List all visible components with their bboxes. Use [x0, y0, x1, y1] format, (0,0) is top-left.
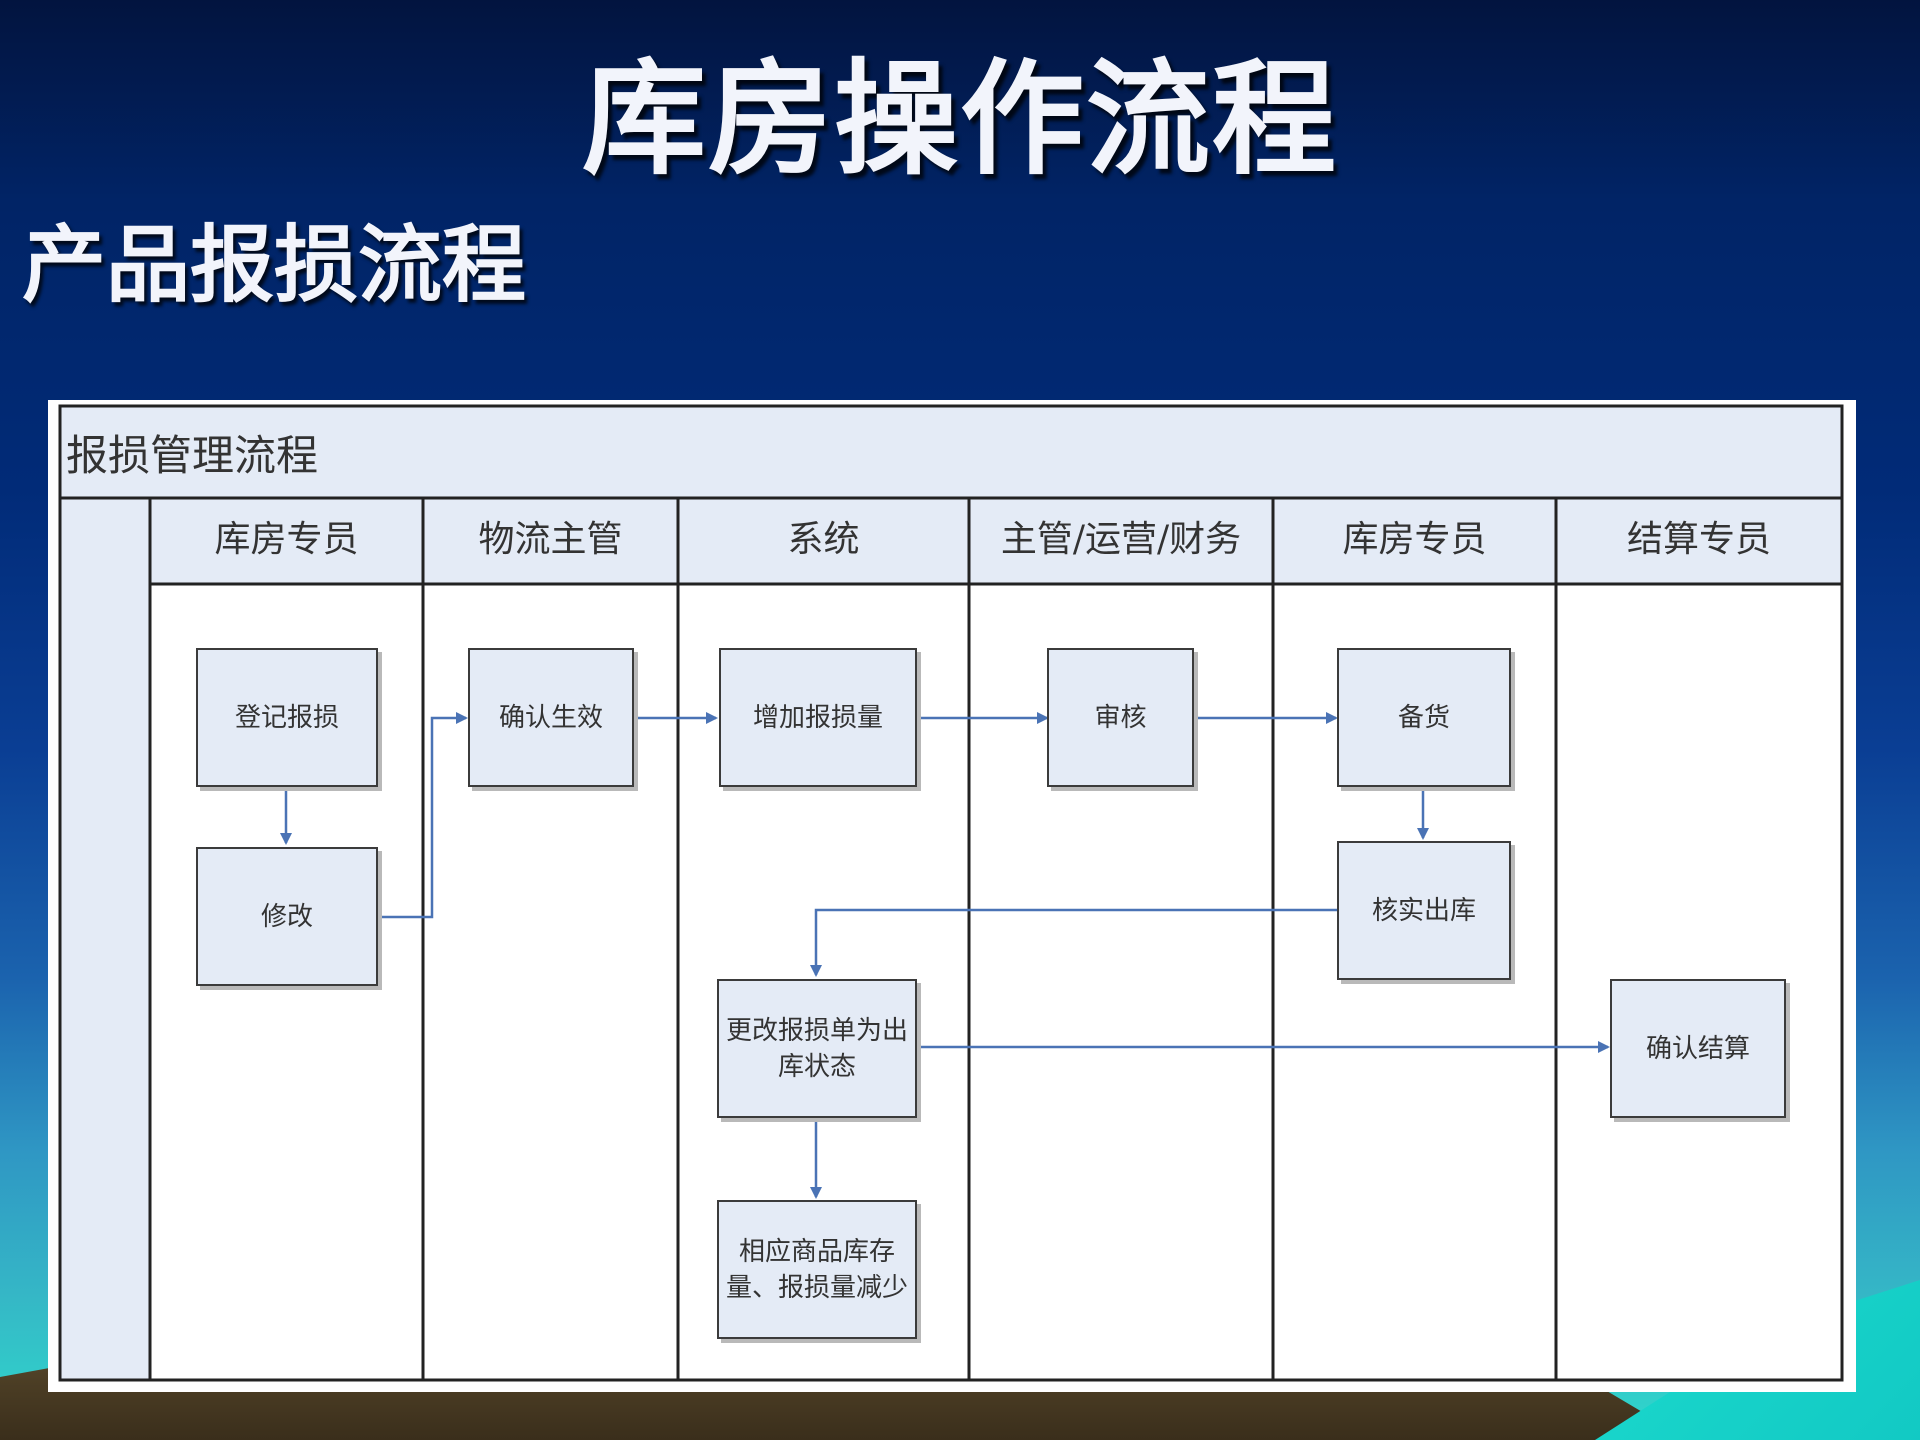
- connector-modify-to-confirm: [378, 712, 468, 919]
- lane-title-manager-ops-finance: 主管/运营/财务: [1000, 519, 1242, 560]
- lane-header-row: [148, 496, 1844, 586]
- node-confirm-effective: 确认生效: [468, 648, 634, 787]
- node-change-status-outbound: 更改报损单为出库状态: [717, 979, 917, 1118]
- lane-title-settlement-clerk: 结算专员: [1626, 519, 1771, 560]
- lane-title-warehouse-clerk: 库房专员: [214, 519, 359, 560]
- lane-title-logistics-manager: 物流主管: [478, 519, 623, 560]
- node-modify: 修改: [196, 847, 378, 986]
- node-register-loss: 登记报损: [196, 648, 378, 787]
- node-verify-outbound: 核实出库: [1337, 841, 1511, 980]
- node-add-loss-quantity: 增加报损量: [719, 648, 917, 787]
- diagram-canvas: [58, 404, 1844, 1382]
- node-prepare-goods: 备货: [1337, 648, 1511, 787]
- pool-side-strip: [58, 496, 152, 1382]
- node-review: 审核: [1047, 648, 1194, 787]
- lane-title-system: 系统: [787, 519, 860, 560]
- node-reduce-inventory: 相应商品库存量、报损量减少: [717, 1200, 917, 1339]
- lane-title-warehouse-clerk-2: 库房专员: [1342, 519, 1487, 560]
- connector-verify-to-change: [810, 908, 1337, 977]
- slide-subtitle: 产品报损流程: [22, 215, 527, 314]
- pool-header: [58, 404, 1844, 500]
- node-confirm-settlement: 确认结算: [1610, 979, 1786, 1118]
- swimlane-diagram: 报损管理流程 库房专员 物流主管 系统 主管/运营/财务 库房专员 结算专员 登…: [48, 400, 1856, 1392]
- slide-title: 库房操作流程: [581, 47, 1338, 192]
- pool-title: 报损管理流程: [66, 431, 319, 480]
